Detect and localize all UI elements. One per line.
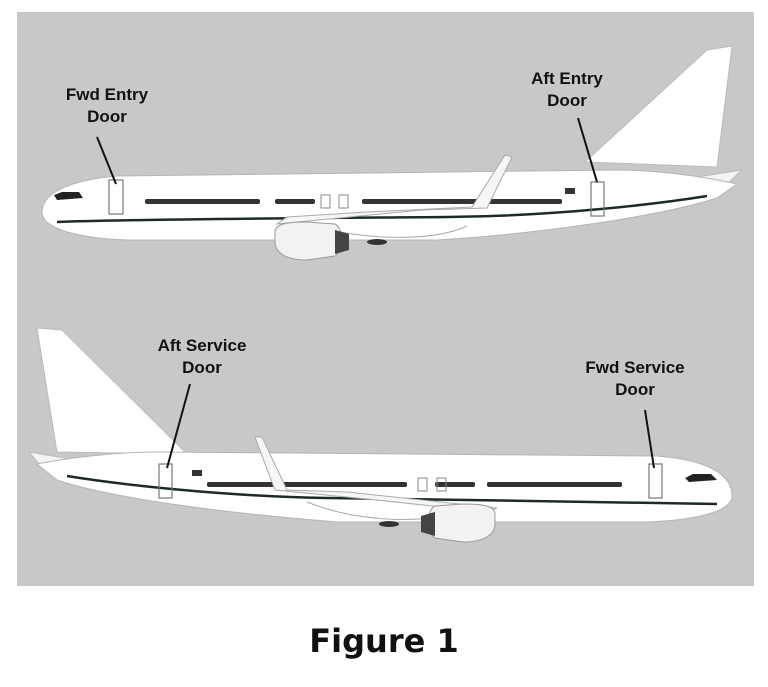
overwing-exit — [320, 194, 331, 209]
aft-service-door-outline — [158, 463, 173, 499]
aft-service-door-pointer — [166, 383, 191, 469]
cabin-windows — [145, 199, 562, 204]
fwd-service-door-outline — [648, 463, 663, 499]
overwing-exit — [436, 477, 447, 492]
figure-caption: Figure 1 — [309, 622, 459, 660]
fuselage — [41, 169, 739, 241]
fwd-service-door-pointer — [644, 409, 655, 469]
cheatline — [66, 474, 718, 506]
fwd-service-door-label: Fwd Service Door — [585, 358, 685, 399]
vertical-stabilizer — [583, 45, 733, 168]
overwing-exit — [338, 194, 349, 209]
engine — [427, 503, 496, 543]
fwd-entry-door-pointer — [96, 136, 117, 185]
vertical-stabilizer — [36, 327, 189, 455]
wing — [275, 154, 513, 225]
cabin-windows — [207, 482, 622, 487]
fwd-entry-door-outline — [108, 179, 124, 215]
cheatline — [56, 194, 708, 224]
aft-entry-door-outline — [590, 181, 605, 217]
aft-entry-door-label: Aft Entry Door — [531, 69, 603, 110]
overwing-exit — [417, 477, 428, 492]
fwd-entry-door-label: Fwd Entry Door — [65, 85, 149, 126]
aft-service-door-label: Aft Service Door — [157, 336, 247, 377]
aircraft-left-side-view — [41, 45, 744, 261]
cockpit-windows — [685, 474, 717, 482]
figure-panel: Fwd Entry Door Aft Entry Door Aft Servic… — [17, 12, 754, 586]
aft-entry-door-pointer — [577, 117, 598, 183]
aircraft-right-side-view — [27, 327, 733, 543]
cockpit-windows — [54, 192, 83, 200]
